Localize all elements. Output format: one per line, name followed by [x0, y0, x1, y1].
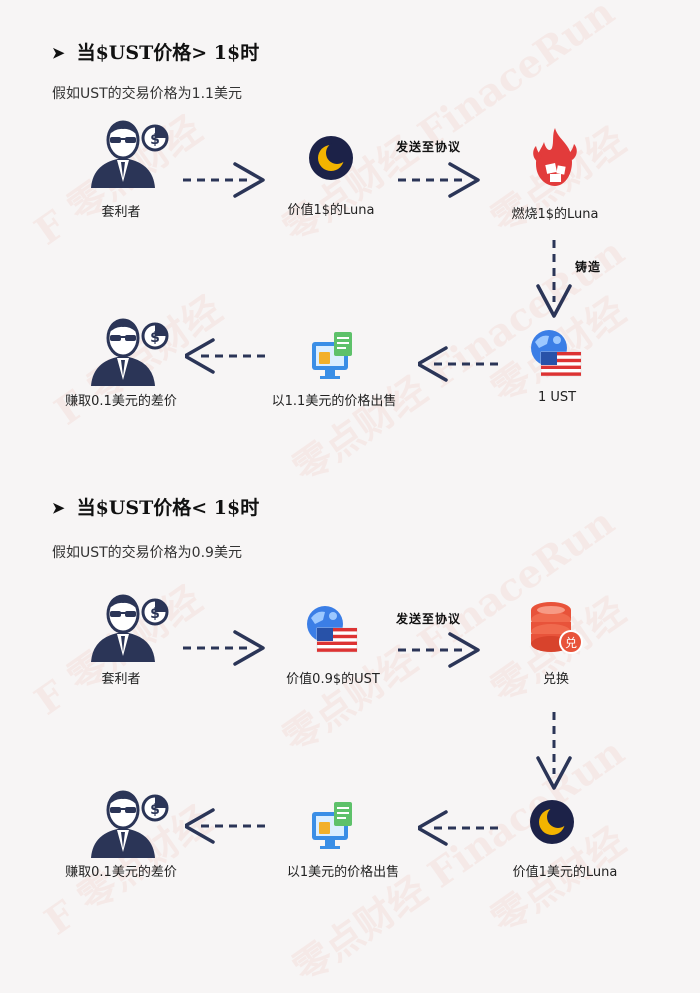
arbitrageur-icon: [89, 120, 169, 190]
monitor-sell-icon: [312, 332, 352, 379]
label-ust-worth: 价值0.9$的UST: [286, 672, 380, 687]
arrow-right-icon: [398, 162, 480, 198]
section1-heading: ➤当$UST价格> 1$时: [52, 42, 260, 64]
arbitrageur-icon: [89, 790, 169, 860]
arrow-left-icon: [185, 338, 267, 374]
label-profit-2: 赚取0.1美元的差价: [65, 865, 177, 880]
exchange-coin-icon: 兑: [531, 602, 583, 654]
luna-icon: [530, 800, 574, 844]
arrow-label-mint: 铸造: [575, 260, 602, 274]
arrow-right-icon: [183, 630, 265, 666]
monitor-sell-icon: [312, 802, 352, 849]
label-exchange: 兑换: [542, 672, 570, 687]
arrow-right-icon: [398, 632, 480, 668]
label-arbitrageur-2: 套利者: [101, 672, 141, 687]
label-profit: 赚取0.1美元的差价: [65, 394, 177, 409]
label-ust: 1 UST: [537, 390, 577, 405]
arrow-label-send-2: 发送至协议: [396, 612, 462, 626]
label-sell: 以1.1美元的价格出售: [271, 394, 397, 409]
section1-subtitle: 假如UST的交易价格为1.1美元: [52, 86, 242, 102]
arrow-left-icon: [185, 808, 267, 844]
label-luna-worth: 价值1$的Luna: [287, 203, 375, 218]
ust-flag-icon: [306, 605, 358, 653]
label-burn: 燃烧1$的Luna: [511, 207, 599, 222]
arrow-left-icon: [418, 346, 500, 382]
luna-icon: [309, 136, 353, 180]
arrow-down-icon: [536, 712, 572, 790]
label-sell-2: 以1美元的价格出售: [286, 865, 400, 880]
arrow-left-icon: [418, 810, 500, 846]
section2-heading: ➤当$UST价格< 1$时: [52, 497, 260, 519]
label-arbitrageur: 套利者: [101, 205, 141, 220]
arrow-label-send: 发送至协议: [396, 140, 462, 154]
arbitrageur-icon: [89, 318, 169, 388]
arbitrageur-icon: [89, 594, 169, 664]
ust-flag-icon: [530, 329, 582, 377]
fire-icon: [533, 128, 577, 186]
label-luna-worth-2: 价值1美元的Luna: [512, 865, 618, 880]
arrow-down-icon: [536, 240, 572, 318]
section2-subtitle: 假如UST的交易价格为0.9美元: [52, 545, 242, 561]
exchange-badge-text: 兑: [565, 636, 577, 650]
arrow-right-icon: [183, 162, 265, 198]
